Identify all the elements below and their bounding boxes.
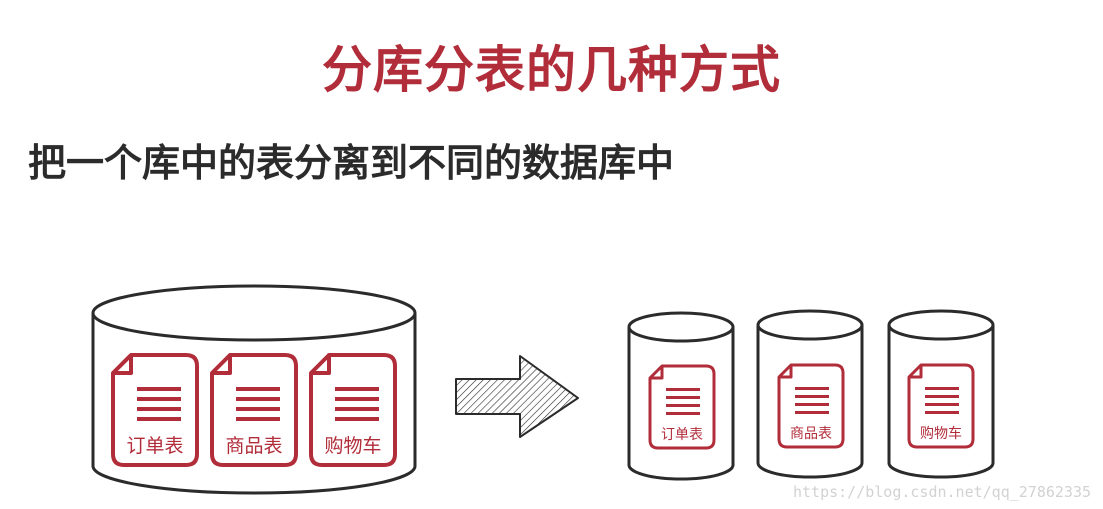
document-icon — [210, 353, 298, 467]
source-table-doc: 购物车 — [309, 353, 397, 467]
source-table-label: 订单表 — [126, 435, 183, 457]
document-icon — [309, 353, 397, 467]
page-title: 分库分表的几种方式 — [322, 41, 781, 99]
source-table-doc: 商品表 — [210, 353, 298, 467]
document-icon — [777, 363, 845, 449]
watermark: https://blog.csdn.net/qq_27862335 — [792, 483, 1091, 501]
document-icon — [907, 363, 975, 449]
target-table-doc: 购物车 — [907, 363, 975, 449]
target-table-doc: 订单表 — [648, 364, 716, 450]
document-icon — [111, 353, 199, 467]
target-database-top — [756, 309, 864, 341]
target-table-label: 商品表 — [790, 426, 832, 442]
target-database: 商品表 — [756, 309, 864, 479]
target-table-doc: 商品表 — [777, 363, 845, 449]
target-table-label: 购物车 — [920, 425, 962, 442]
target-database-top — [887, 309, 995, 341]
source-table-label: 购物车 — [324, 435, 381, 457]
target-database: 订单表 — [627, 311, 735, 481]
source-table-label: 商品表 — [225, 435, 282, 457]
document-icon — [648, 364, 716, 450]
target-database: 购物车 — [887, 309, 995, 479]
right-arrow-icon — [455, 355, 579, 438]
source-database-top — [91, 284, 417, 342]
page-subtitle: 把一个库中的表分离到不同的数据库中 — [28, 141, 675, 185]
target-table-label: 订单表 — [661, 427, 703, 443]
target-database-top — [627, 311, 735, 343]
source-table-doc: 订单表 — [111, 353, 199, 467]
